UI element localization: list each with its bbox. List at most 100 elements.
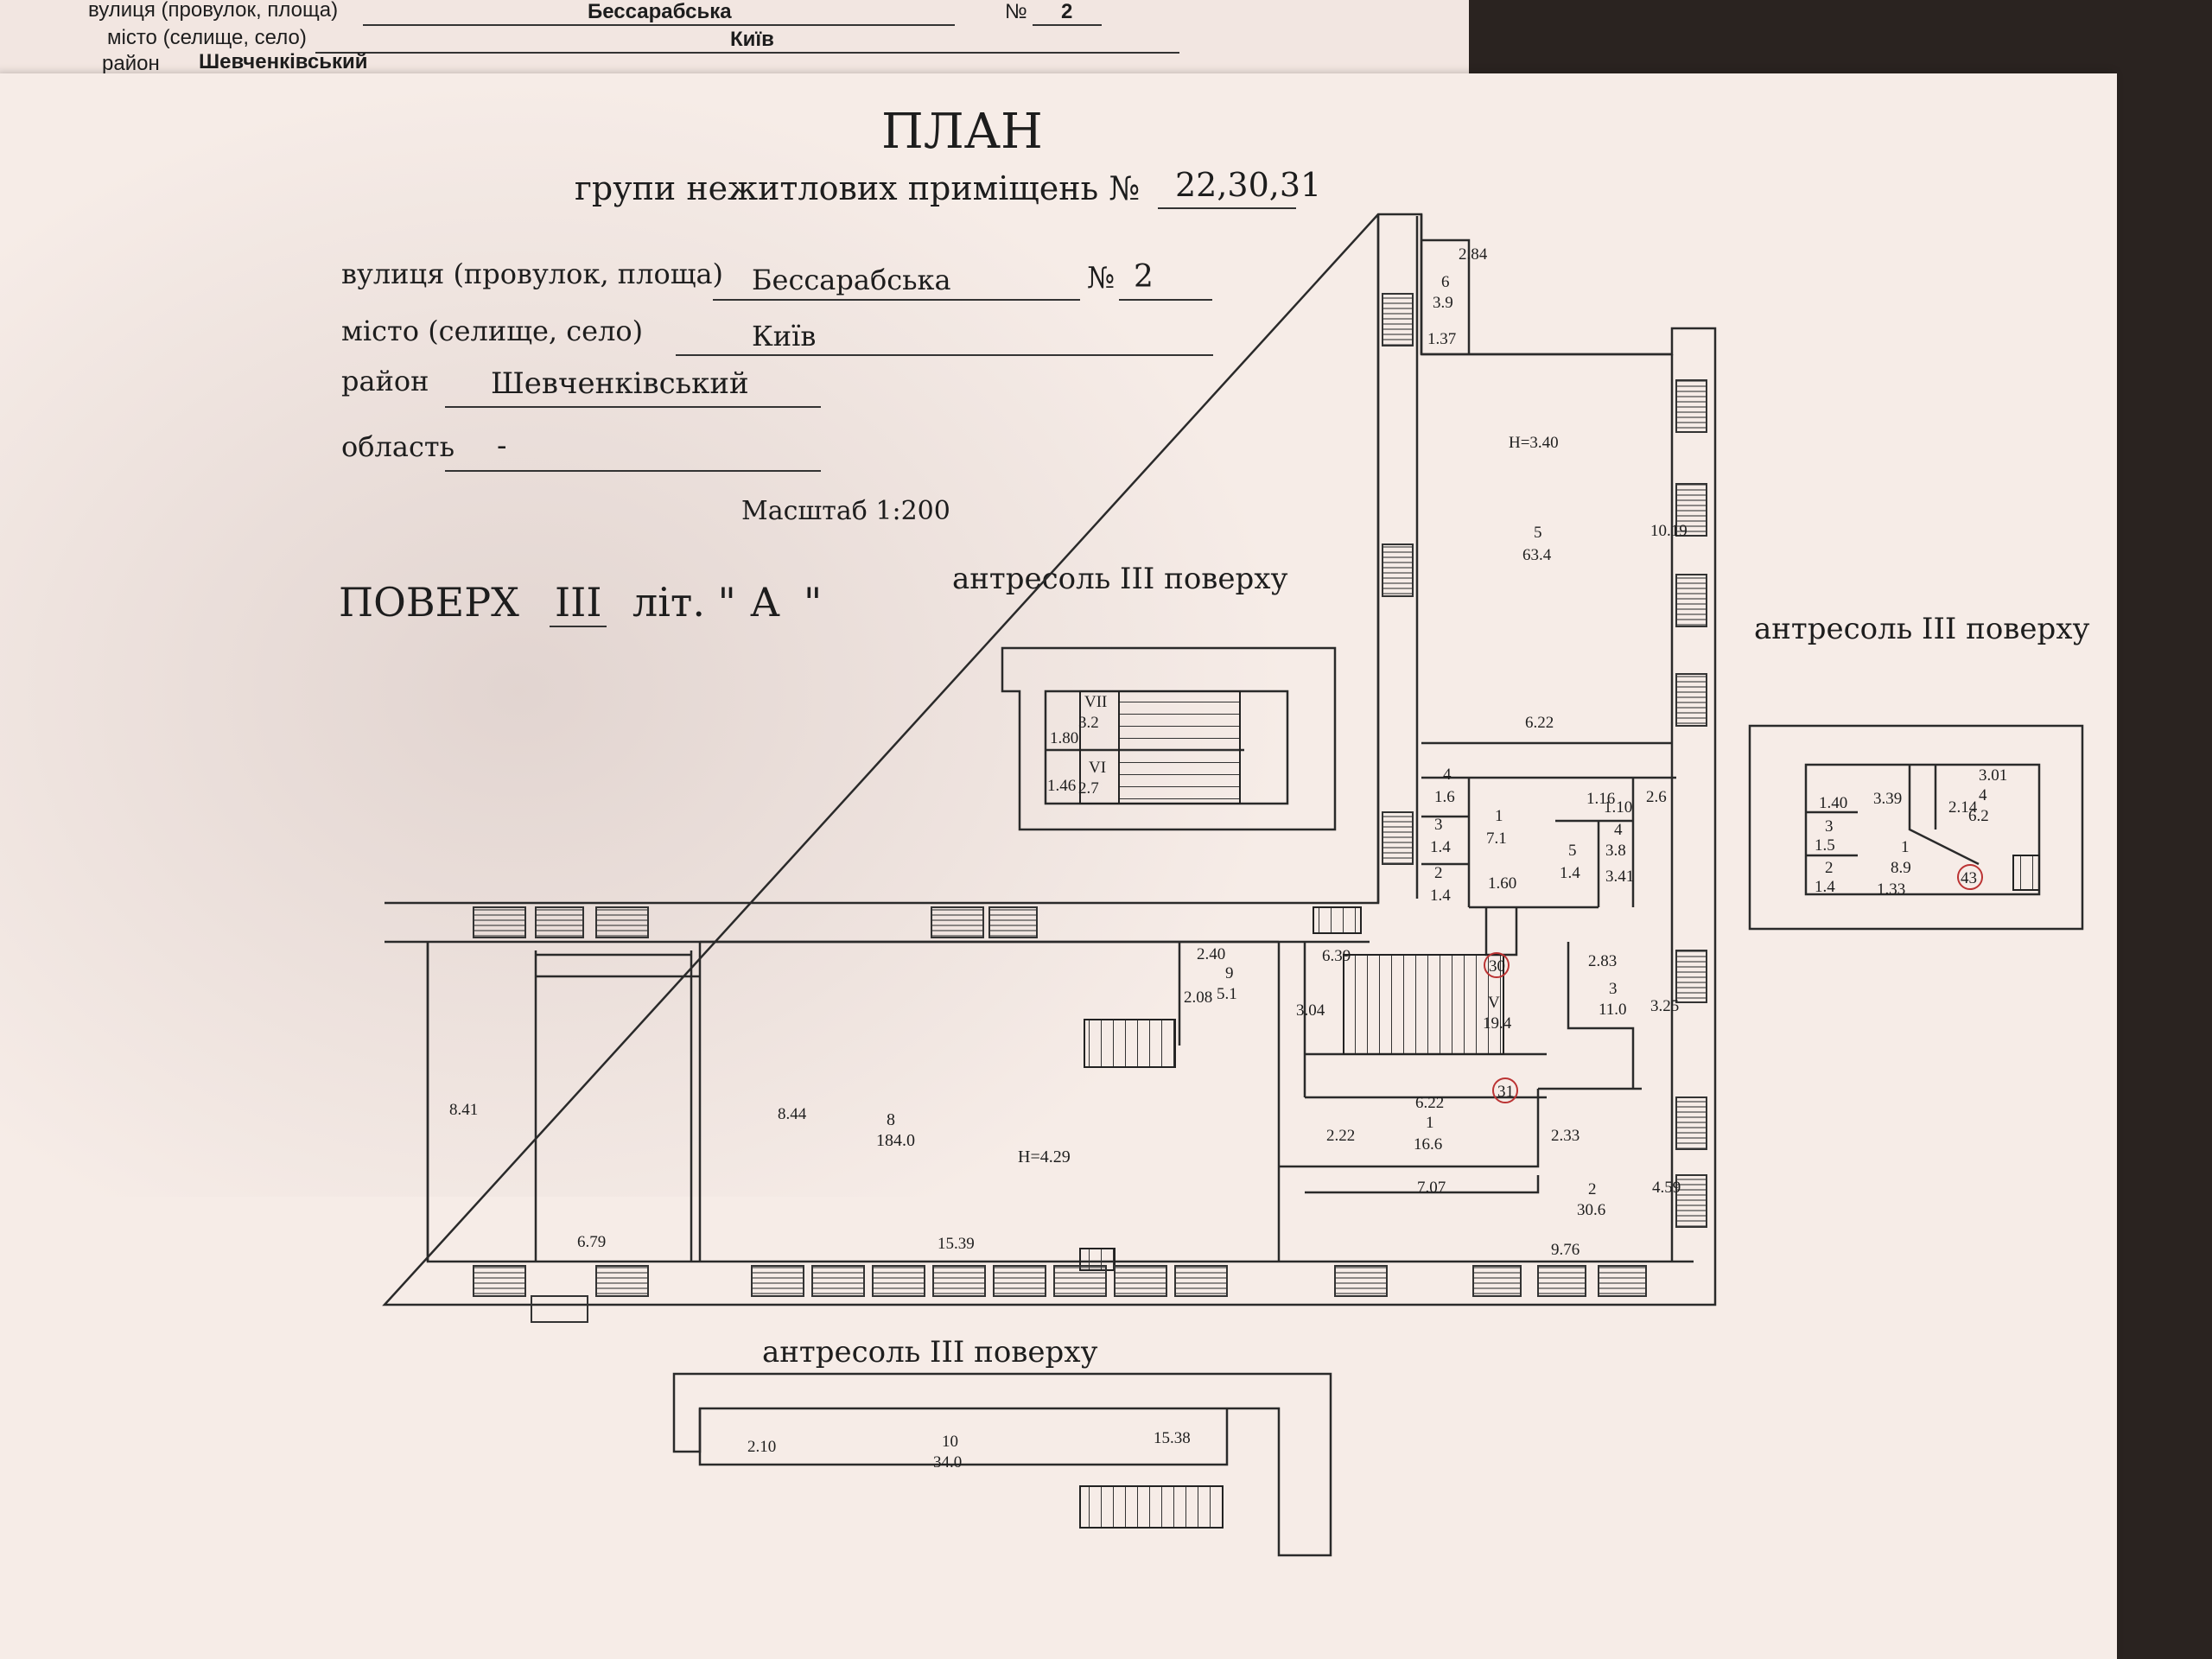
r2c-w: 9.76: [1551, 1241, 1580, 1259]
mr-h2: 2.14: [1948, 798, 1978, 817]
street-line: [713, 299, 1080, 301]
r6-w: 1.37: [1427, 330, 1456, 348]
r3s-num: 3: [1434, 816, 1443, 834]
stair-area: 19.4: [1483, 1014, 1512, 1033]
mezz-right-label: антресоль III поверху: [1754, 612, 2090, 646]
mezz-bottom-label: антресоль III поверху: [762, 1335, 1098, 1370]
r2s-area: 1.4: [1430, 887, 1451, 905]
r5-len: 10.19: [1650, 522, 1688, 540]
mr2-area: 1.4: [1815, 878, 1835, 896]
page-title: ПЛАН: [881, 104, 1043, 160]
floor-prefix: ПОВЕРХ: [339, 579, 519, 626]
m-vii-num: VII: [1084, 693, 1107, 711]
top-city-label: місто (селище, село): [107, 26, 307, 49]
district-value: Шевченківський: [491, 366, 749, 401]
mezz-bottom-stairs: [1079, 1485, 1224, 1529]
circle-31: 31: [1497, 1083, 1514, 1101]
region-line: [445, 470, 821, 472]
floor-value: III: [555, 579, 602, 626]
mb-num: 10: [942, 1433, 958, 1451]
group-numbers: 22,30,31: [1175, 166, 1322, 204]
mr3-area: 1.5: [1815, 836, 1835, 855]
rl-w: 6.79: [577, 1233, 606, 1251]
r4s-area: 1.6: [1434, 788, 1455, 806]
r5-area: 63.4: [1522, 546, 1552, 564]
stair-w: 6.39: [1322, 947, 1351, 965]
stair-num: V: [1488, 994, 1500, 1012]
mr2-num: 2: [1825, 859, 1834, 877]
district-label: район: [341, 365, 429, 397]
top-district-value: Шевченківський: [199, 50, 368, 73]
page-subtitle: групи нежитлових приміщень №: [575, 169, 1141, 207]
mr1-num: 1: [1901, 838, 1910, 856]
room-labels: 6 3.9 1.37 2.84 H=3.40 5 63.4 10.19 6.22…: [449, 245, 2007, 1471]
city-label: місто (селище, село): [341, 315, 644, 347]
r1c-num: 1: [1426, 1114, 1434, 1132]
top-no-label: №: [1005, 0, 1027, 23]
top-city-value: Київ: [730, 28, 774, 51]
m-vii-w: 1.80: [1050, 729, 1078, 747]
region-value: -: [497, 429, 507, 463]
region-label: область: [341, 430, 454, 463]
lit-close: ": [804, 579, 823, 626]
r5s-area: 1.4: [1560, 864, 1580, 882]
mezz-top-stairs: [1118, 690, 1241, 804]
r5s-h: 1.16: [1586, 790, 1615, 808]
r5-w: 6.22: [1525, 714, 1554, 732]
r5-num: 5: [1534, 524, 1542, 542]
lit-label: літ. ": [632, 579, 736, 626]
city-value: Київ: [752, 320, 817, 353]
r4s-num: 4: [1443, 766, 1452, 784]
street-value: Бессарабська: [752, 264, 951, 296]
shadow: [0, 73, 1296, 1197]
top-district-label: район: [102, 52, 160, 75]
r1c-h: 2.22: [1326, 1127, 1355, 1145]
mb-area: 34.0: [933, 1453, 962, 1471]
mr-w1: 1.40: [1819, 794, 1847, 812]
top-street-value: Бессарабська: [588, 0, 732, 23]
r5-height: H=3.40: [1509, 434, 1559, 452]
r1c-w2: 7.07: [1417, 1179, 1446, 1197]
r6-num: 6: [1441, 273, 1450, 291]
r2c-h2: 4.59: [1652, 1179, 1681, 1197]
r6-h: 2.84: [1459, 245, 1488, 264]
no-line: [1119, 299, 1212, 301]
mr-w2: 3.01: [1979, 766, 2007, 785]
street-label: вулиця (провулок, площа): [341, 257, 724, 290]
r8-h: 8.44: [778, 1105, 807, 1123]
r9-num: 9: [1225, 964, 1234, 982]
top-no-value: 2: [1061, 0, 1073, 23]
r3c-w: 2.83: [1588, 952, 1617, 970]
stair-small: [1084, 1019, 1176, 1068]
r4b-num: 4: [1614, 821, 1623, 839]
r2c-h: 2.33: [1551, 1127, 1580, 1145]
lit-value: А: [750, 579, 780, 626]
stair-main: [1343, 954, 1504, 1055]
r2c-area: 30.6: [1577, 1201, 1605, 1219]
stair-h: 3.04: [1296, 1001, 1325, 1020]
r1s-area: 7.1: [1486, 830, 1507, 848]
no-label: №: [1087, 261, 1116, 296]
mr3-num: 3: [1825, 817, 1834, 836]
r1s-num: 1: [1495, 807, 1503, 825]
top-street-line: [363, 24, 955, 26]
m-vi-area: 2.7: [1078, 779, 1099, 798]
r9-w: 2.40: [1197, 945, 1225, 963]
r1s-w: 1.60: [1488, 874, 1516, 893]
m-vi-h: 1.46: [1047, 777, 1076, 795]
r8-w: 15.39: [938, 1235, 975, 1253]
top-street-label: вулиця (провулок, площа): [88, 0, 339, 22]
r4b-area: 3.8: [1605, 842, 1626, 860]
r5s-num: 5: [1568, 842, 1577, 860]
mr1-w: 1.33: [1877, 880, 1905, 899]
rl-h: 8.41: [449, 1101, 478, 1119]
mr4-area: 6.2: [1968, 807, 1989, 825]
r9-area: 5.1: [1217, 985, 1237, 1003]
r1c-area: 16.6: [1414, 1135, 1442, 1154]
mezz-top-label: антресоль III поверху: [952, 562, 1288, 596]
r8-area: 184.0: [876, 1131, 915, 1150]
r3c-h: 3.25: [1650, 997, 1679, 1015]
r2c-num: 2: [1588, 1180, 1597, 1198]
circle-30: 30: [1489, 957, 1505, 976]
